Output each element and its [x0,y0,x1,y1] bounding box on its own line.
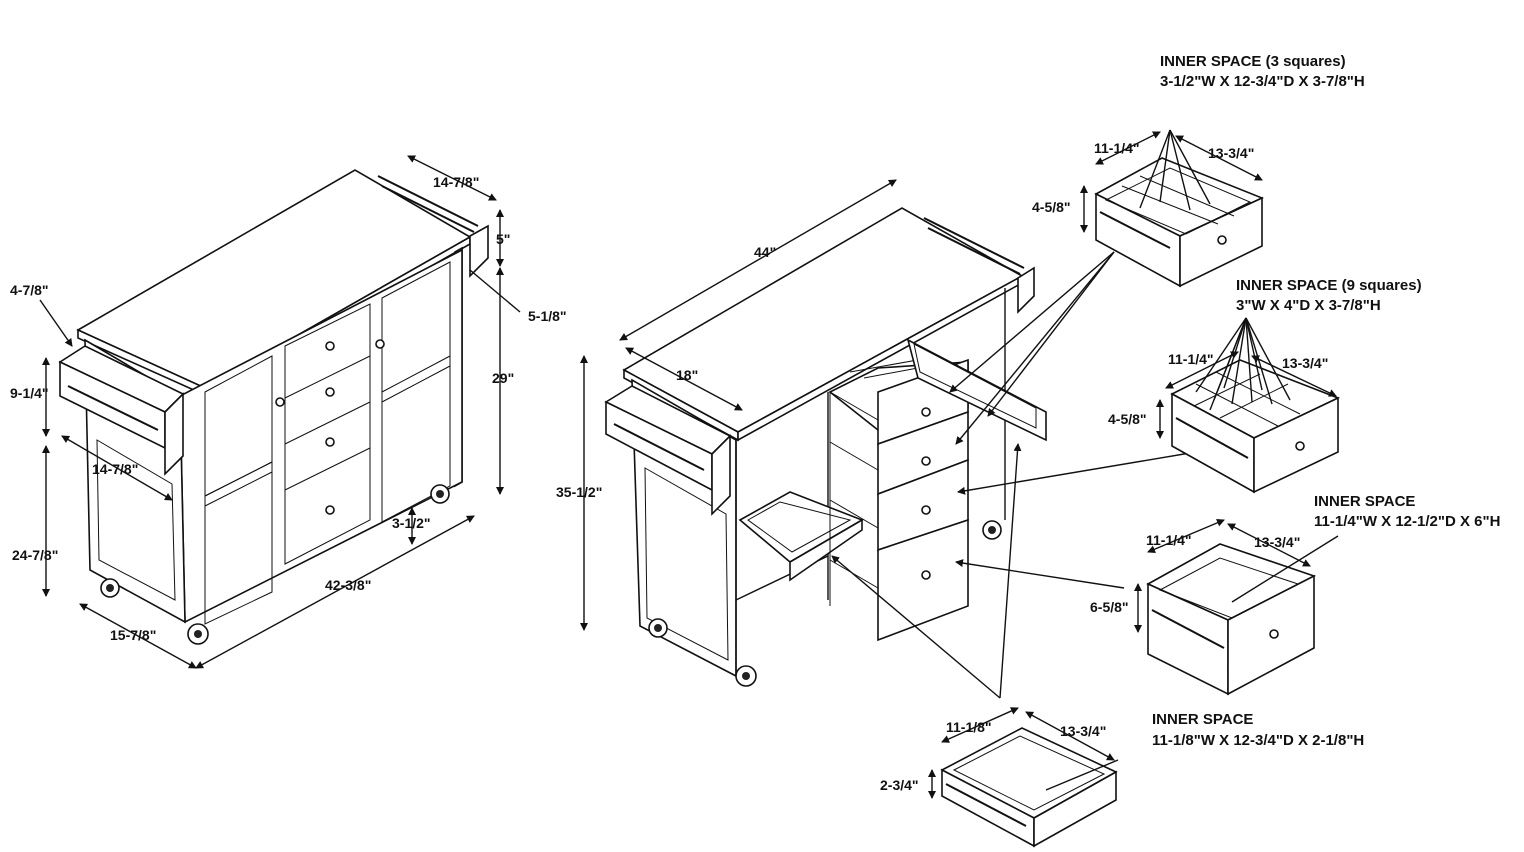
drawer-2-d: 13-3/4" [1282,355,1328,371]
label-towel-height: 9-1/4" [10,385,49,401]
drawer-2-title: INNER SPACE (9 squares) [1236,277,1422,294]
label-inner-depth: 14-7/8" [92,461,138,477]
drawer-9-squares: INNER SPACE (9 squares) 3"W X 4"D X 3-7/… [1108,277,1422,494]
callout-leaders [831,251,1197,699]
drawer-1-h: 4-5/8" [1032,199,1071,215]
drawer-large: INNER SPACE 11-1/4"W X 12-1/2"D X 6"H 11… [1090,493,1500,696]
right-cart-drawing [604,207,1047,687]
label-toe-clearance: 3-1/2" [392,515,431,531]
label-towel-depth: 4-7/8" [10,282,49,298]
drawer-1-title: INNER SPACE (3 squares) [1160,53,1346,70]
label-top-depth: 18" [676,367,698,383]
left-cart-labels: 14-7/8" 5" 5-1/8" 4-7/8" 9-1/4" 29" 14-7… [10,174,567,643]
drawer-4-w: 11-1/8" [946,719,992,735]
drawer-2-w: 11-1/4" [1168,351,1214,367]
drawer-4-h: 2-3/4" [880,777,919,793]
label-rail-drop: 5" [496,231,510,247]
left-cart-drawing [58,169,489,645]
drawer-4-dims: 11-1/8"W X 12-3/4"D X 2-1/8"H [1152,732,1364,749]
right-cart-labels: 44" 18" 35-1/2" [556,244,776,500]
drawer-3-squares: INNER SPACE (3 squares) 3-1/2"W X 12-3/4… [1032,53,1365,288]
drawer-4-title: INNER SPACE [1152,711,1253,728]
drawer-1-d: 13-3/4" [1208,145,1254,161]
drawer-3-dims: 11-1/4"W X 12-1/2"D X 6"H [1314,513,1500,530]
drawer-3-d: 13-3/4" [1254,534,1300,550]
label-height: 29" [492,370,514,386]
drawer-2-dims: 3"W X 4"D X 3-7/8"H [1236,297,1381,314]
label-width: 42-3/8" [325,577,371,593]
drawer-1-dims: 3-1/2"W X 12-3/4"D X 3-7/8"H [1160,73,1365,90]
drawer-2-h: 4-5/8" [1108,411,1147,427]
right-cart-dimensions [580,179,897,631]
drawer-shallow: INNER SPACE 11-1/8"W X 12-3/4"D X 2-1/8"… [880,707,1364,848]
drawer-4-d: 13-3/4" [1060,723,1106,739]
drawer-3-h: 6-5/8" [1090,599,1129,615]
label-lower-height: 24-7/8" [12,547,58,563]
label-total-width: 44" [754,244,776,260]
label-total-height: 35-1/2" [556,484,602,500]
label-side-offset: 5-1/8" [528,308,567,324]
label-depth: 15-7/8" [110,627,156,643]
label-top-rail-depth: 14-7/8" [433,174,479,190]
left-cart-dimensions [39,155,521,669]
drawer-3-w: 11-1/4" [1146,532,1192,548]
drawer-1-w: 11-1/4" [1094,140,1140,156]
drawer-3-title: INNER SPACE [1314,493,1415,510]
